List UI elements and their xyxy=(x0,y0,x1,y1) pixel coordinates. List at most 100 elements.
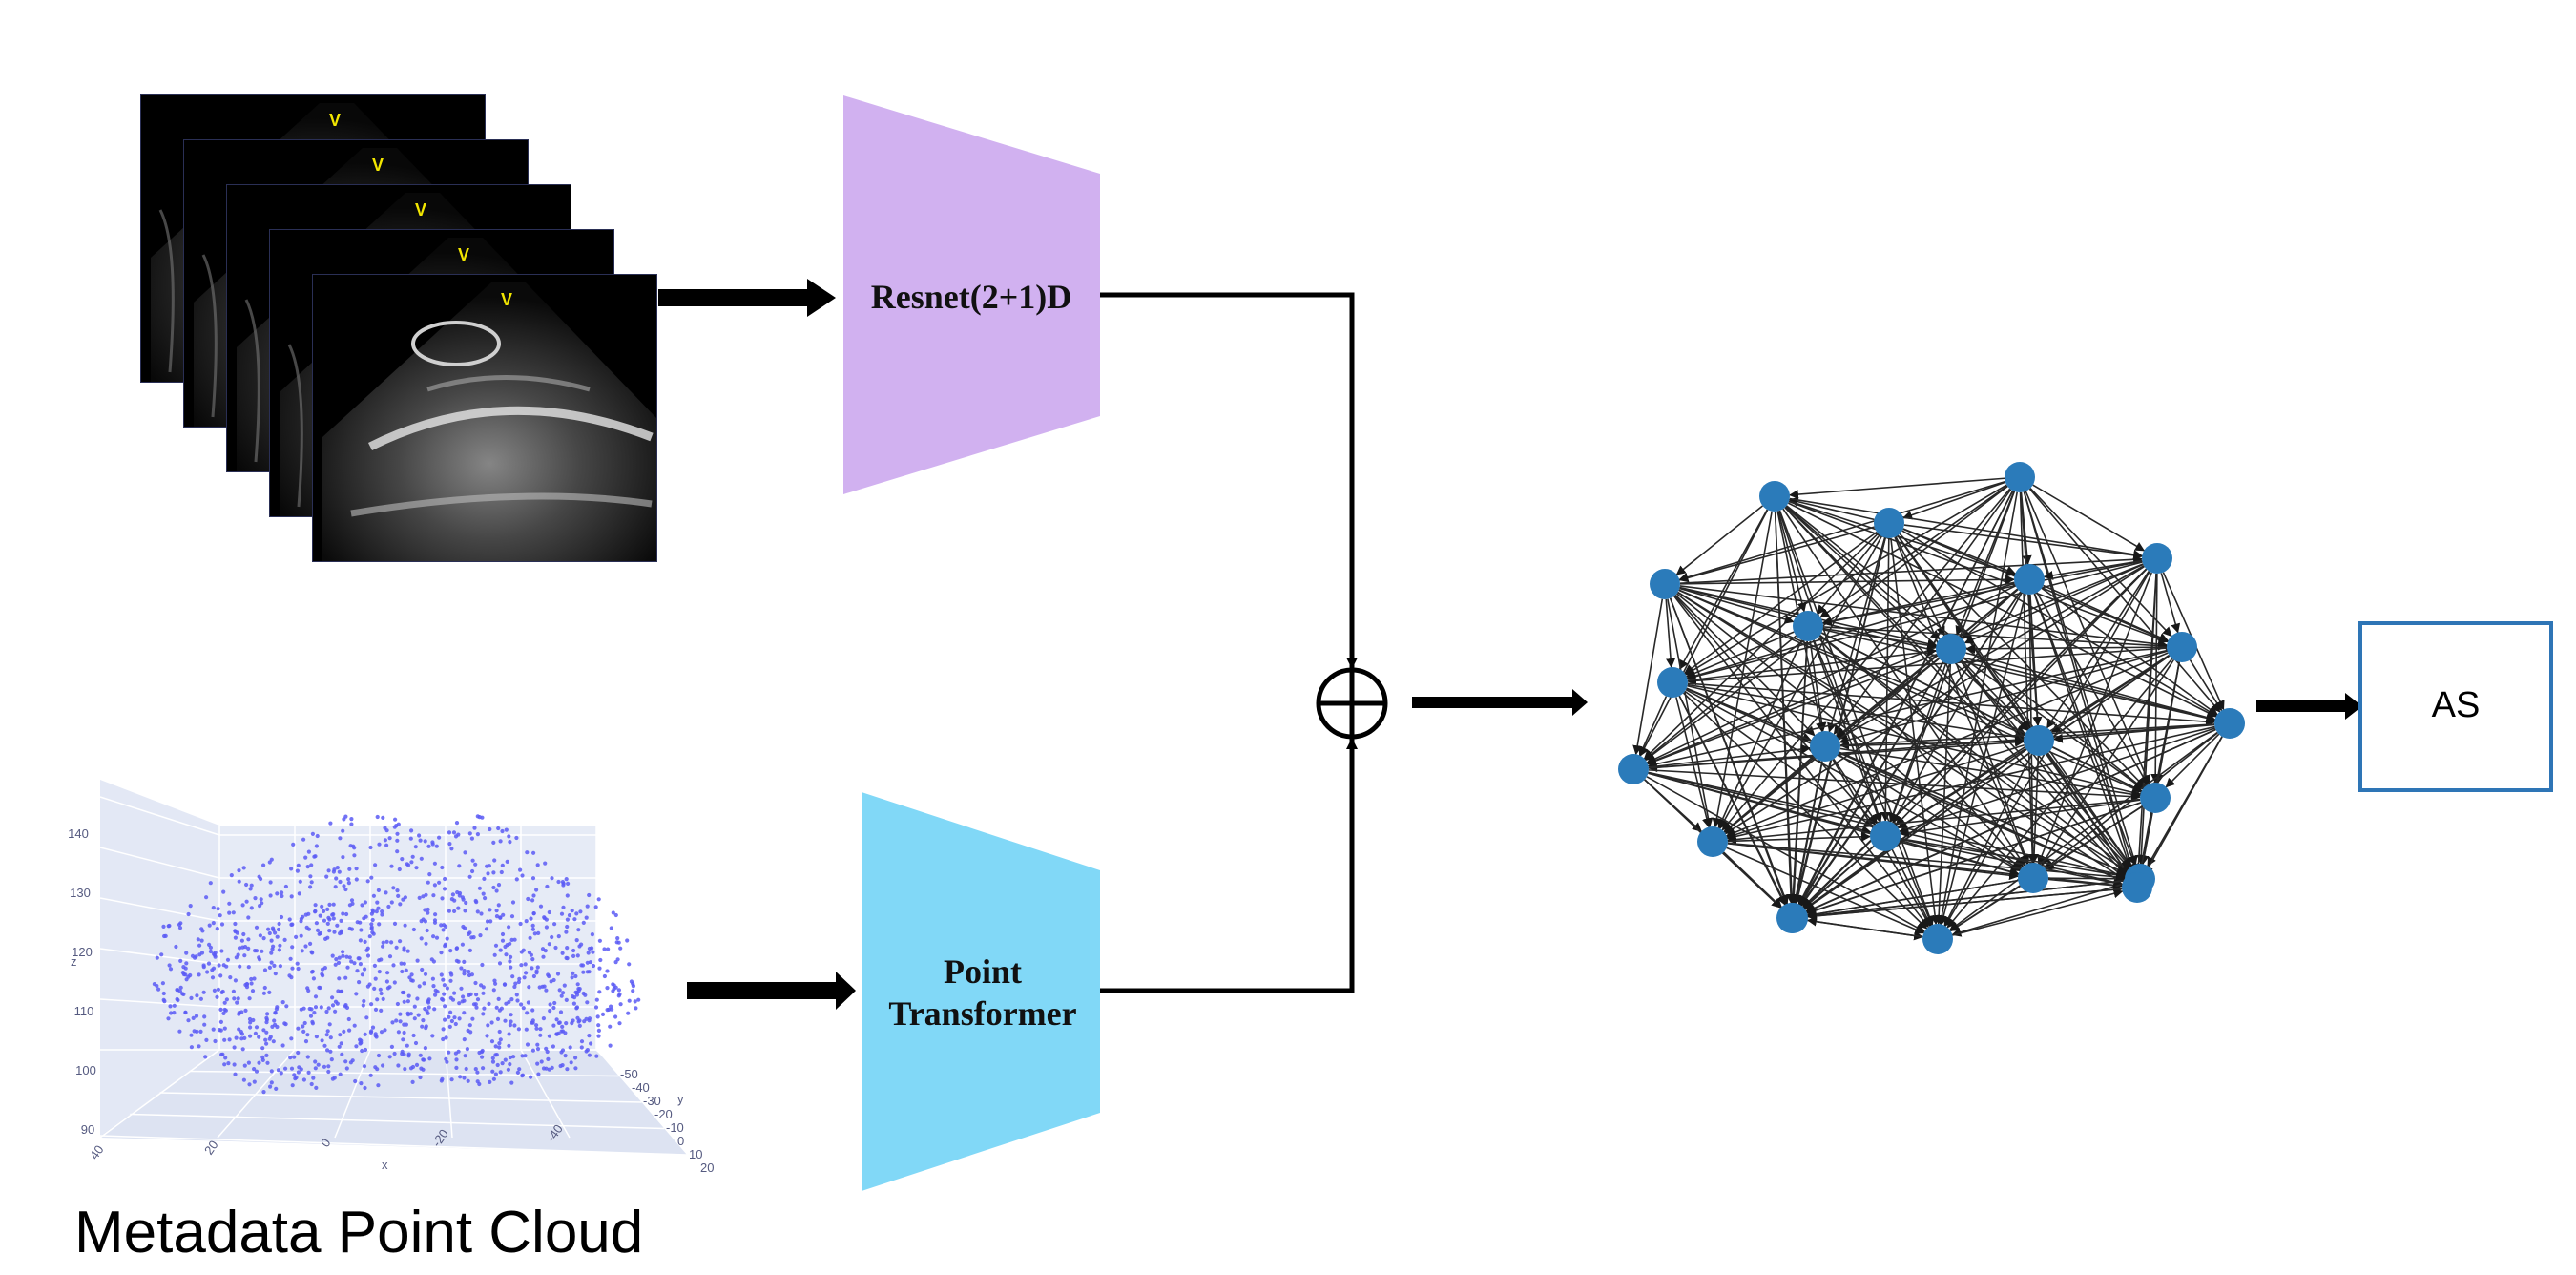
graph-edge xyxy=(2046,752,2129,876)
graph-edge xyxy=(1784,507,2130,869)
graph-edge xyxy=(2036,592,2149,786)
graph-edge xyxy=(1836,658,1940,738)
arrow-frames-to-resnet xyxy=(658,279,836,317)
graph-edge xyxy=(1673,595,1877,826)
graph-edge xyxy=(2136,661,2180,874)
graph-edge xyxy=(2137,812,2153,874)
output-box: AS xyxy=(2358,621,2553,792)
graph-edge xyxy=(2028,488,2221,713)
graph-edge xyxy=(1965,652,2216,722)
graph-node xyxy=(2122,872,2152,903)
graph-edge xyxy=(1677,591,2126,881)
graph-edge xyxy=(1726,798,2141,845)
graph-edge xyxy=(2189,659,2223,712)
graph-edge xyxy=(1891,848,1932,927)
graph-edge xyxy=(1900,839,2020,876)
graph-edge xyxy=(1803,846,1875,909)
graph-edge xyxy=(2160,573,2181,634)
arrow-fusion-to-graph xyxy=(1412,689,1588,716)
graph-edge xyxy=(1809,640,1827,733)
graph-node xyxy=(1657,667,1688,698)
graph-edge xyxy=(1804,748,2027,910)
arrow-pointcloud-to-transformer xyxy=(687,972,856,1010)
graph-edge xyxy=(1646,776,1925,932)
graph-edge xyxy=(1777,511,1807,613)
graph-edge xyxy=(1888,662,1947,823)
graph-edge xyxy=(1788,500,2169,644)
graph-edge xyxy=(2052,746,2143,792)
graph-edge xyxy=(1632,598,1664,756)
y-tick-label: 0 xyxy=(677,1134,684,1148)
graph-edge xyxy=(1821,581,2015,626)
graph-edge xyxy=(1788,496,1875,521)
graph-edge xyxy=(1638,696,1668,757)
graph-node xyxy=(1922,924,1953,954)
graph-edge xyxy=(1723,755,1815,833)
resnet-block: Resnet(2+1)D xyxy=(843,95,1100,494)
graph-edge xyxy=(1774,511,1797,905)
graph-node xyxy=(2140,783,2171,813)
graph-edge xyxy=(1679,575,2016,585)
graph-edge xyxy=(1646,563,2144,765)
z-tick-label: 140 xyxy=(68,826,89,841)
graph-edge xyxy=(1806,879,2019,919)
graph-edge xyxy=(1682,692,1928,930)
fusion-add-icon xyxy=(1316,667,1388,740)
graph-node xyxy=(2018,863,2048,893)
graph-node xyxy=(1810,731,1840,762)
graph-edge xyxy=(2029,488,2172,638)
graph-edge xyxy=(1897,534,2132,867)
graph-edge xyxy=(1963,657,2144,790)
z-axis-label: z xyxy=(71,954,77,969)
graph-edge xyxy=(1789,497,2144,559)
graph-node xyxy=(2214,708,2245,739)
graph-edge xyxy=(2043,559,2143,580)
graph-edge xyxy=(1778,510,1935,926)
echo-frame-marker: V xyxy=(372,156,384,175)
graph-node xyxy=(1777,903,1808,933)
graph-edge xyxy=(1678,589,2143,793)
graph-edge xyxy=(1943,753,2033,927)
point-transformer-label-line2: Transformer xyxy=(888,994,1076,1033)
graph-edge xyxy=(1952,888,2124,936)
graph-edge xyxy=(1806,802,2142,915)
graph-edge xyxy=(2029,594,2043,727)
graph-edge xyxy=(1901,530,2218,717)
plot-left-wall xyxy=(100,780,219,1136)
graph-edge xyxy=(1679,554,2144,584)
graph-edge xyxy=(1839,650,2168,745)
graph-node xyxy=(1793,611,1823,641)
graph-edge xyxy=(1727,831,1872,843)
graph-edge xyxy=(1833,758,1878,825)
graph-edge xyxy=(1644,635,1797,761)
graph-edge xyxy=(1822,628,2216,723)
graph-edge xyxy=(1686,647,2168,686)
graph-edge xyxy=(2047,873,2127,884)
graph-edge xyxy=(1646,585,2016,763)
echo-frame-marker: V xyxy=(501,290,512,309)
graph-edge xyxy=(1687,683,2025,742)
graph-edge xyxy=(1804,655,2171,910)
graph-edge xyxy=(1900,837,2127,880)
z-tick-label: 90 xyxy=(81,1122,94,1137)
graph-edge xyxy=(2032,484,2146,552)
graph-edge xyxy=(1687,682,2216,727)
graph-edge xyxy=(1785,505,1941,640)
graph-edge xyxy=(1726,743,2025,840)
graph-edge xyxy=(1838,753,2022,871)
graph-edge xyxy=(1934,663,1952,926)
echo-frame-marker: V xyxy=(329,111,341,130)
graph-edge xyxy=(1719,535,1882,829)
graph-edge xyxy=(2133,573,2157,874)
graph-edge xyxy=(1955,662,2030,865)
graph-edge xyxy=(1806,879,2126,921)
graph-edge xyxy=(1648,743,1812,768)
z-tick-label: 130 xyxy=(70,886,91,900)
graph-edge xyxy=(1839,747,2142,800)
y-tick-label: 20 xyxy=(700,1160,714,1175)
graph-edge xyxy=(1686,687,2125,883)
graph-edge xyxy=(1822,626,2169,651)
graph-edge xyxy=(1665,598,1676,669)
graph-node xyxy=(2024,725,2054,756)
